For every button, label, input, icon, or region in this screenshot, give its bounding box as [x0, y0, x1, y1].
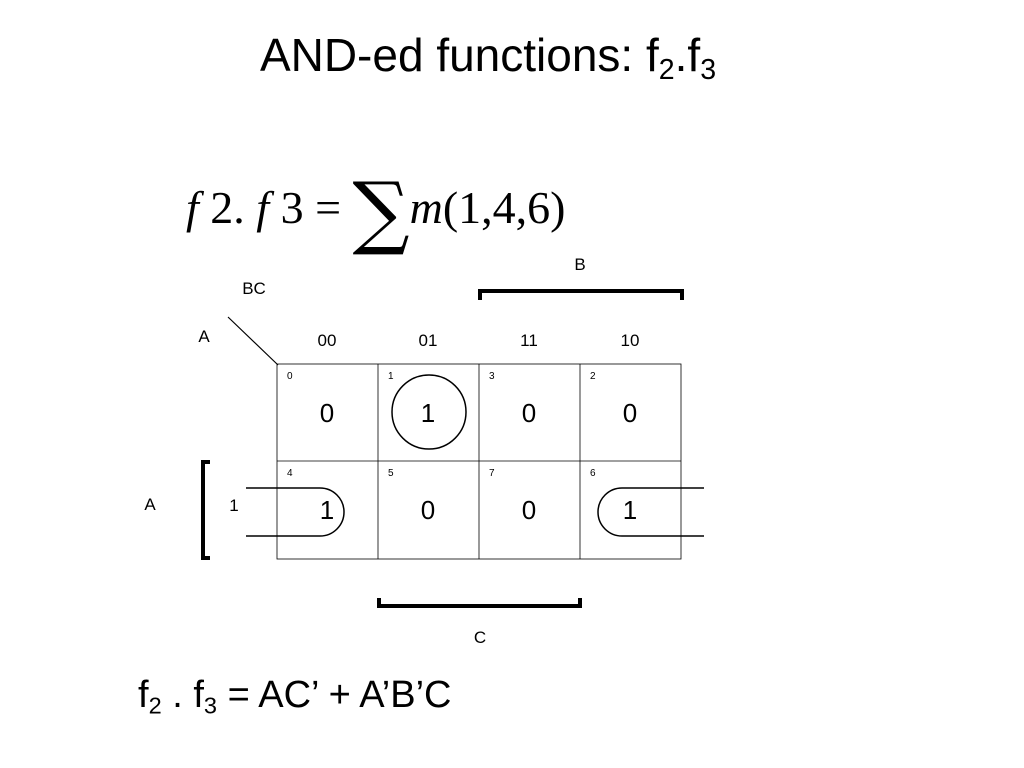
cell-index: 4: [287, 468, 293, 479]
cell-index: 1: [388, 371, 394, 382]
cell-index: 0: [287, 371, 293, 382]
formula-equals: =: [303, 182, 353, 233]
col-header-11: 11: [520, 331, 538, 350]
sum-of-minterms-formula: f 2. f 3 = ∑m(1,4,6): [186, 172, 566, 252]
top-group-bracket: [478, 289, 684, 300]
kmap-grid: [276, 363, 682, 560]
row-group-bracket: [201, 460, 210, 560]
title-mid: .f: [674, 29, 701, 81]
result-subscript-3: 3: [203, 692, 218, 719]
cell-value: 0: [522, 495, 536, 525]
bottom-group-bracket: [377, 598, 582, 608]
group-loop-right: [597, 487, 704, 537]
title-text: AND-ed functions: f: [259, 29, 659, 81]
result-subscript-2: 2: [148, 692, 162, 719]
formula-num-3: 3: [269, 182, 304, 233]
formula-f: f: [186, 182, 199, 233]
formula-m: m: [409, 182, 443, 233]
group-loop-left: [246, 487, 345, 537]
cell-index: 6: [590, 468, 596, 479]
result-expression: f2 . f3 = AC’ + A’B’C: [138, 674, 452, 717]
slide-title: AND-ed functions: f2.f3: [0, 29, 1024, 84]
cell-index: 3: [489, 371, 495, 382]
formula-terms: (1,4,6): [442, 182, 566, 233]
group-circle-minterm-1: [391, 374, 467, 450]
col-header-00: 00: [318, 331, 337, 350]
sigma-symbol: ∑: [352, 165, 410, 258]
cell-value: 1: [320, 495, 334, 525]
formula-num-2: 2.: [198, 182, 245, 233]
result-mid: . f: [161, 674, 204, 716]
bottom-group-label: C: [474, 628, 486, 647]
cell-value: 1: [623, 495, 637, 525]
col-vars-label: BC: [242, 279, 266, 298]
cell-index: 5: [388, 468, 394, 479]
cell-index: 7: [489, 468, 495, 479]
result-f: f: [138, 674, 149, 716]
cell-index: 2: [590, 371, 596, 382]
cell-value: 0: [623, 398, 637, 428]
row-header-1: 1: [229, 496, 238, 515]
corner-diagonal: [227, 316, 279, 366]
col-header-01: 01: [419, 331, 438, 350]
top-group-label: B: [574, 255, 585, 274]
title-subscript-3: 3: [700, 53, 717, 86]
cell-value: 0: [320, 398, 334, 428]
result-expr: = AC’ + A’B’C: [217, 674, 452, 716]
formula-f-second: f: [244, 182, 270, 233]
row-var-label: A: [198, 327, 210, 346]
title-subscript-2: 2: [658, 53, 675, 86]
cell-value: 0: [522, 398, 536, 428]
cell-value: 0: [421, 495, 435, 525]
cell-value: 1: [421, 398, 435, 428]
col-header-10: 10: [621, 331, 640, 350]
row-group-label: A: [144, 495, 156, 514]
